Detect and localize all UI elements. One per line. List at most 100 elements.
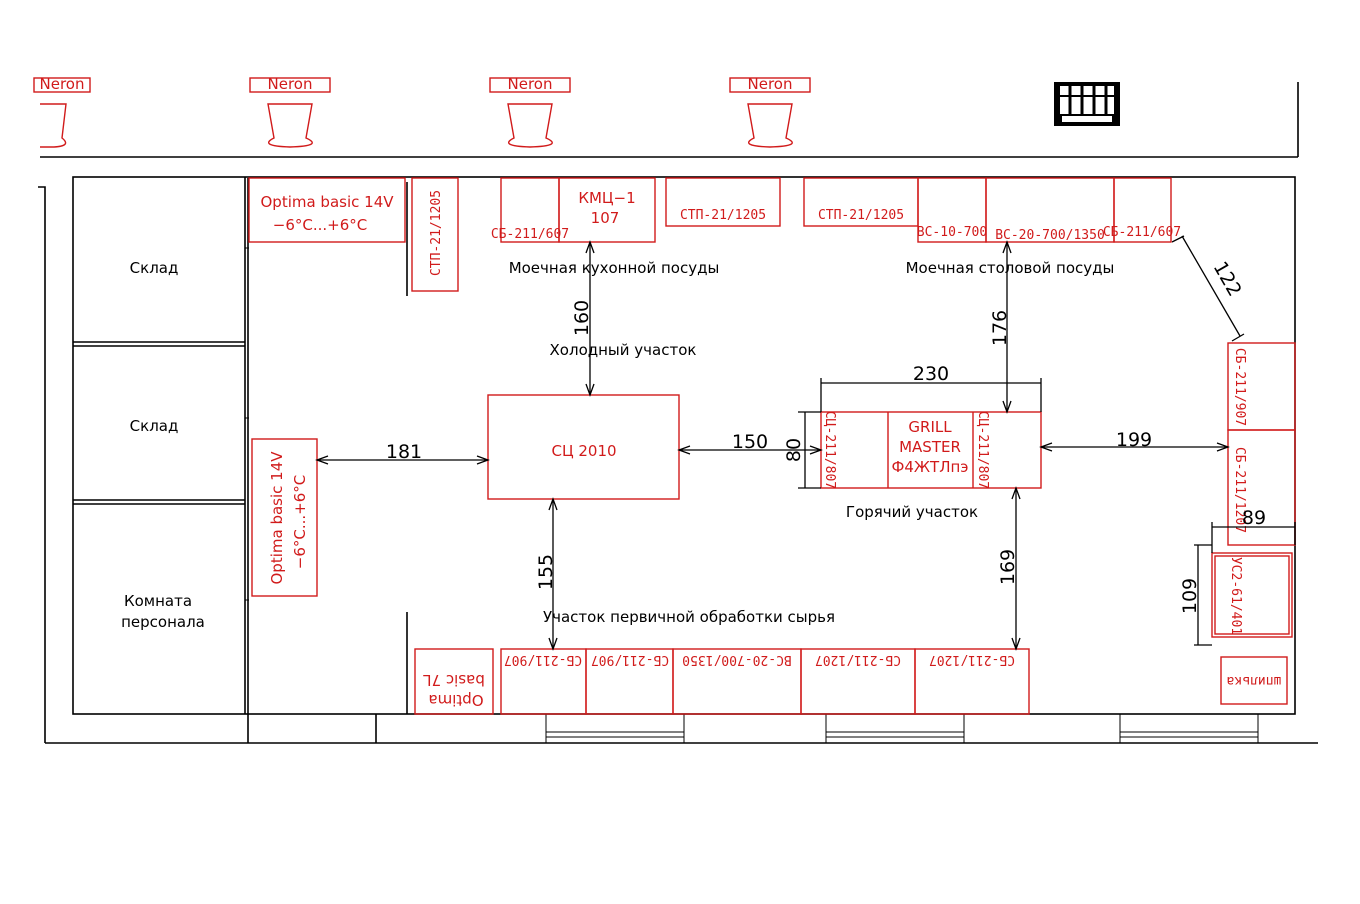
neron-label: Neron <box>40 75 85 93</box>
svg-text:СБ-211/907: СБ-211/907 <box>591 652 669 667</box>
dimension-169: 169 <box>997 486 1021 651</box>
svg-text:Optima: Optima <box>428 691 483 709</box>
svg-text:−6°C...+6°C: −6°C...+6°C <box>273 216 367 234</box>
fridge-optima-7l: Optima basic 7L <box>414 648 494 715</box>
stp-1205-a: СТП-21/1205 <box>665 177 781 227</box>
equipment-top-row: Optima basic 14V −6°C...+6°C СТП-21/1205… <box>248 177 1181 292</box>
svg-text:СТП-21/1205: СТП-21/1205 <box>818 208 904 223</box>
svg-text:Optima basic 14V: Optima basic 14V <box>260 193 394 211</box>
storage-room-1-label: Склад <box>130 259 179 277</box>
neron-stool-3: Neron <box>489 75 571 148</box>
svg-text:176: 176 <box>989 310 1011 346</box>
fridge-optima-top: Optima basic 14V −6°C...+6°C <box>248 177 406 243</box>
svg-text:89: 89 <box>1242 507 1266 529</box>
dimension-89: 89 <box>1211 507 1296 553</box>
sb-607-right: СБ-211/607 <box>1103 177 1181 243</box>
svg-text:basic 7L: basic 7L <box>423 671 485 689</box>
neron-stool-1: Neron <box>33 75 91 148</box>
svg-text:230: 230 <box>913 363 949 385</box>
sb-1207-bottom-2: СБ-211/1207 <box>914 648 1030 715</box>
svg-text:Ф4ЖТЛпэ: Ф4ЖТЛпэ <box>891 458 968 476</box>
kitchen-outline <box>72 176 1296 715</box>
svg-text:ВС-20-700/1350: ВС-20-700/1350 <box>995 228 1105 243</box>
grill-master: GRILL MASTER Ф4ЖТЛпэ <box>891 418 968 476</box>
sb-907-right: СБ-211/907 <box>1227 342 1296 431</box>
svg-text:MASTER: MASTER <box>899 438 961 456</box>
equipment-bottom-row: Optima basic 7L СБ-211/907 СБ-211/907 ВС… <box>414 648 1030 715</box>
dimension-80: 80 <box>783 411 821 489</box>
sb-1207-bottom-1: СБ-211/1207 <box>800 648 916 715</box>
svg-text:СБ-211/1207: СБ-211/1207 <box>929 652 1015 667</box>
svg-text:СТП-21/1205: СТП-21/1205 <box>429 190 444 276</box>
svg-text:−6°C...+6°C: −6°C...+6°C <box>291 475 309 569</box>
fridge-optima-left: Optima basic 14V −6°C...+6°C <box>251 438 318 597</box>
dimension-176: 176 <box>989 240 1012 414</box>
staff-room-label-2: персонала <box>121 613 205 631</box>
svg-text:155: 155 <box>535 554 557 590</box>
dimension-230: 230 <box>820 363 1042 412</box>
zone-table-wash: Моечная столовой посуды <box>906 259 1115 277</box>
top-hall: Neron Neron Neron Neron <box>33 75 1299 158</box>
svg-text:КМЦ−1: КМЦ−1 <box>578 189 635 207</box>
dimension-181: 181 <box>315 441 490 465</box>
dimension-199: 199 <box>1039 429 1230 452</box>
neron-label: Neron <box>268 75 313 93</box>
dimension-150: 150 <box>677 431 823 455</box>
sc-211-807-b: СЦ-211/807 <box>975 411 990 489</box>
svg-text:СБ-211/907: СБ-211/907 <box>504 652 582 667</box>
dimensions: 160 176 122 230 181 <box>315 235 1296 651</box>
svg-text:122: 122 <box>1209 258 1246 300</box>
sb-1207-right: СБ-211/1207 <box>1227 429 1296 546</box>
neron-label: Neron <box>508 75 553 93</box>
outer-left-wall <box>38 186 46 743</box>
staff-room-label-1: Комната <box>124 592 192 610</box>
svg-text:СТП-21/1205: СТП-21/1205 <box>680 208 766 223</box>
svg-text:СБ-211/1207: СБ-211/1207 <box>1232 447 1247 533</box>
stp-1205-b: СТП-21/1205 <box>803 177 919 227</box>
window-1 <box>545 713 685 744</box>
kmc-1-107: КМЦ−1 107 <box>558 177 656 243</box>
svg-text:169: 169 <box>997 549 1019 585</box>
shpilka-rack: шпилька <box>1220 656 1288 705</box>
us-61-401: УС2-61/401 <box>1211 552 1293 638</box>
svg-text:181: 181 <box>386 441 422 463</box>
svg-text:СБ-211/607: СБ-211/607 <box>491 227 569 242</box>
svg-text:СБ-211/907: СБ-211/907 <box>1232 348 1247 426</box>
sc-211-807-a: СЦ-211/807 <box>822 411 837 489</box>
svg-text:Optima basic 14V: Optima basic 14V <box>268 451 286 585</box>
svg-text:109: 109 <box>1179 578 1201 614</box>
hot-line: СЦ-211/807 GRILL MASTER Ф4ЖТЛпэ СЦ-211/8… <box>820 411 1042 489</box>
neron-stool-2: Neron <box>249 75 331 148</box>
svg-text:GRILL: GRILL <box>908 418 952 436</box>
equipment-right: СБ-211/907 СБ-211/1207 УС2-61/401 шпильк… <box>1211 342 1296 705</box>
svg-text:СЦ 2010: СЦ 2010 <box>551 442 616 460</box>
equipment-middle: Optima basic 14V −6°C...+6°C СЦ 2010 СЦ-… <box>251 394 1042 597</box>
sc-2010-island: СЦ 2010 <box>487 394 680 500</box>
svg-text:160: 160 <box>571 300 593 336</box>
sb-607-left: СБ-211/607 <box>491 177 569 243</box>
svg-text:СБ-211/607: СБ-211/607 <box>1103 225 1181 240</box>
window-2 <box>825 713 965 744</box>
stp-vertical-table: СТП-21/1205 <box>411 177 459 292</box>
svg-text:150: 150 <box>732 431 768 453</box>
svg-text:СЦ-211/807: СЦ-211/807 <box>822 411 837 489</box>
dimension-155: 155 <box>535 497 558 651</box>
neron-label: Neron <box>748 75 793 93</box>
neron-stool-4: Neron <box>729 75 811 148</box>
vs-10-700: ВС-10-700 <box>917 177 987 243</box>
zone-hot: Горячий участок <box>846 503 978 521</box>
svg-text:УС2-61/401: УС2-61/401 <box>1228 557 1243 635</box>
svg-text:СЦ-211/807: СЦ-211/807 <box>975 411 990 489</box>
window-3 <box>1119 713 1259 744</box>
svg-text:199: 199 <box>1116 429 1152 451</box>
vs-20-700-1350: ВС-20-700/1350 <box>985 177 1115 243</box>
svg-text:107: 107 <box>591 209 620 227</box>
svg-text:ВС-10-700: ВС-10-700 <box>917 225 987 240</box>
room-labels: Склад Склад Комната персонала Моечная ку… <box>121 259 1114 631</box>
sb-907-bottom-2: СБ-211/907 <box>585 648 674 715</box>
zone-cold: Холодный участок <box>550 341 697 359</box>
dimension-109: 109 <box>1179 544 1212 646</box>
svg-text:СБ-211/1207: СБ-211/1207 <box>815 652 901 667</box>
dimension-122: 122 <box>1171 235 1246 342</box>
